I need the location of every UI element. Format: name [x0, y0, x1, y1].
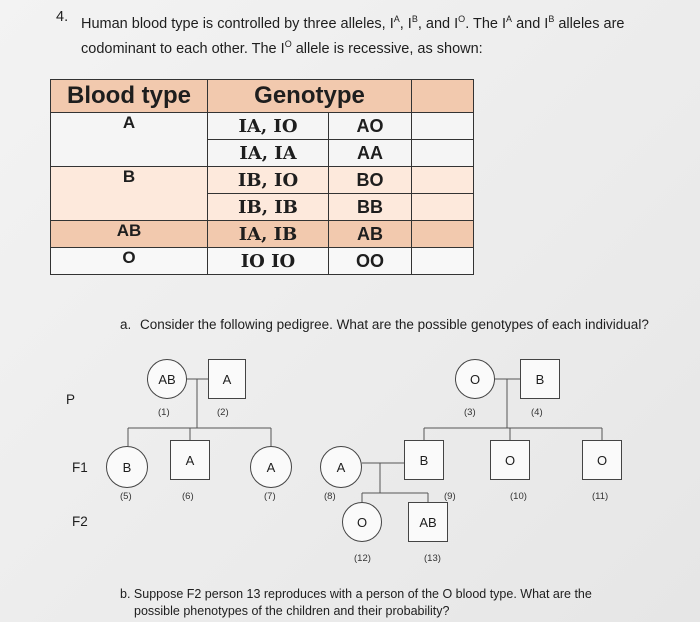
header-genotype: Genotype — [207, 79, 412, 113]
blood-type-o: O — [50, 247, 208, 275]
individual-9-number: (9) — [444, 491, 456, 502]
individual-7-number: (7) — [264, 491, 276, 502]
genotype-short: BO — [328, 166, 412, 194]
genotype-cell: IA, IA — [207, 139, 329, 167]
individual-12-number: (12) — [354, 553, 371, 564]
individual-5-female: B — [106, 446, 148, 488]
individual-5-number: (5) — [120, 491, 132, 502]
generation-f2-label: F2 — [72, 514, 88, 529]
blood-type-b: B — [50, 166, 208, 221]
individual-13-number: (13) — [424, 553, 441, 564]
individual-3-female: O — [455, 359, 495, 399]
individual-9-male: B — [404, 440, 444, 480]
individual-1-female: AB — [147, 359, 187, 399]
genotype-short: AB — [328, 220, 412, 248]
individual-8-female: A — [320, 446, 362, 488]
individual-2-number: (2) — [217, 407, 229, 418]
question-text: Human blood type is controlled by three … — [81, 14, 625, 57]
genotype-short: OO — [328, 247, 412, 275]
individual-2-male: A — [208, 359, 246, 399]
genotype-short: AO — [328, 112, 412, 140]
question-number: 4. — [56, 9, 69, 25]
genotype-cell: IA, IB — [207, 220, 329, 248]
individual-11-male: O — [582, 440, 622, 480]
blood-type-a: A — [50, 112, 208, 167]
part-a-question: a.Consider the following pedigree. What … — [120, 317, 649, 332]
individual-12-female: O — [342, 502, 382, 542]
individual-10-male: O — [490, 440, 530, 480]
individual-8-number: (8) — [324, 491, 336, 502]
genotype-cell: IO IO — [207, 247, 329, 275]
individual-13-male: AB — [408, 502, 448, 542]
blood-type-table: Blood type Genotype A IA, IO AO IA, IA A… — [50, 79, 474, 275]
individual-1-number: (1) — [158, 407, 170, 418]
individual-6-number: (6) — [182, 491, 194, 502]
genotype-cell: IA, IO — [207, 112, 329, 140]
individual-10-number: (10) — [510, 491, 527, 502]
genotype-cell: IB, IB — [207, 193, 329, 221]
individual-3-number: (3) — [464, 407, 476, 418]
genotype-short: BB — [328, 193, 412, 221]
individual-11-number: (11) — [592, 491, 609, 502]
individual-4-number: (4) — [531, 407, 543, 418]
part-b-question: b. Suppose F2 person 13 reproduces with … — [120, 587, 592, 618]
individual-6-male: A — [170, 440, 210, 480]
individual-7-female: A — [250, 446, 292, 488]
header-blood-type: Blood type — [50, 79, 208, 113]
header-empty — [411, 79, 474, 113]
generation-p-label: P — [66, 392, 76, 407]
genotype-cell: IB, IO — [207, 166, 329, 194]
genotype-short: AA — [328, 139, 412, 167]
individual-4-male: B — [520, 359, 560, 399]
generation-f1-label: F1 — [72, 460, 88, 475]
